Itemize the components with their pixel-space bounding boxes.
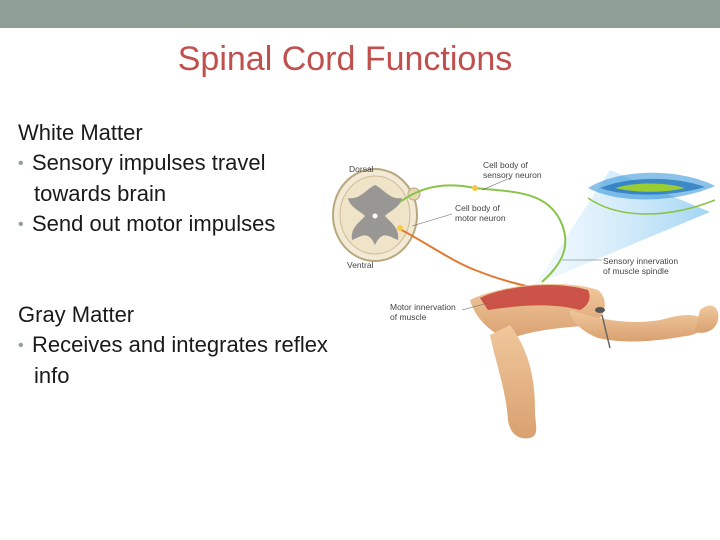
bullet-text: Sensory impulses travel towards brain: [32, 150, 266, 206]
gray-matter-bullet-1: • Receives and integrates reflex info: [18, 330, 328, 391]
bullet-icon: •: [18, 337, 24, 354]
white-matter-section: White Matter • Sensory impulses travel to…: [18, 118, 328, 240]
white-matter-bullet-1: • Sensory impulses travel towards brain: [18, 148, 328, 209]
white-matter-heading: White Matter: [18, 120, 143, 145]
quadriceps-muscle-icon: [480, 284, 590, 310]
label-ventral: Ventral: [347, 260, 374, 270]
reflex-hammer-icon: [595, 307, 611, 349]
bullet-icon: •: [18, 216, 24, 233]
sensory-nerve-path: [399, 184, 567, 283]
motor-nerve-path: [397, 227, 546, 291]
spinal-cord-cross-section-icon: [332, 168, 421, 262]
gray-matter-heading: Gray Matter: [18, 302, 135, 327]
label-motor-innervation-line2: of muscle: [390, 312, 427, 322]
label-sensory-innervation-line1: Sensory innervation: [603, 256, 679, 266]
reflex-arc-illustration: [332, 168, 719, 439]
label-cell-body-motor-line1: Cell body of: [455, 203, 500, 213]
motor-cell-body-icon: [397, 225, 403, 231]
label-cell-body-sensory-line1: Cell body of: [483, 160, 528, 170]
slide-title: Spinal Cord Functions: [177, 40, 513, 78]
sensory-cell-body-icon: [472, 185, 478, 191]
white-matter-bullet-2: • Send out motor impulses: [18, 209, 328, 240]
bullet-text: Send out motor impulses: [32, 211, 276, 236]
label-sensory-innervation-line2: of muscle spindle: [603, 266, 669, 276]
magnification-beam: [535, 170, 710, 285]
gray-matter-section: Gray Matter • Receives and integrates ref…: [18, 300, 328, 391]
label-cell-body-sensory-line2: sensory neuron: [483, 170, 542, 180]
label-dorsal: Dorsal: [349, 164, 374, 174]
bullet-icon: •: [18, 155, 24, 172]
label-cell-body-motor-line2: motor neuron: [455, 213, 506, 223]
bullet-text: Receives and integrates reflex info: [32, 332, 328, 388]
top-accent-bar: [0, 0, 720, 28]
muscle-spindle-icon: [587, 172, 716, 215]
label-motor-innervation-line1: Motor innervation: [390, 302, 456, 312]
